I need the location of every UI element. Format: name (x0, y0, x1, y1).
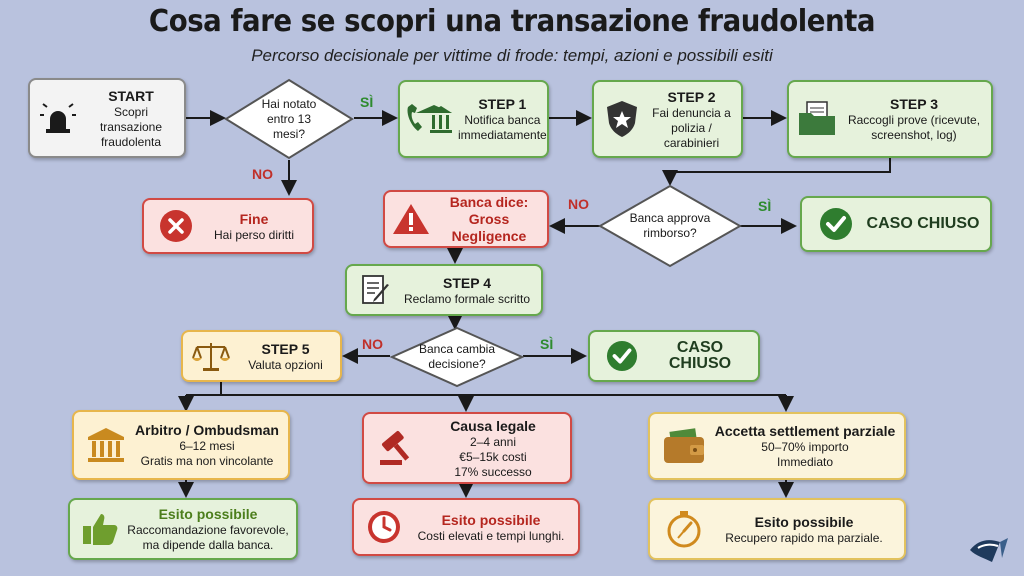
settlement-node: Accetta settlement parziale 50–70% impor… (648, 412, 906, 480)
brand-logo-icon (970, 538, 1008, 562)
start-title: START (108, 87, 154, 104)
esito-node-1: Esito possibile Raccomandazione favorevo… (68, 498, 298, 560)
banca-dice-title: Banca dice: Gross Negligence (449, 193, 529, 244)
check-icon (602, 336, 642, 376)
courthouse-icon (86, 425, 126, 465)
wallet-icon (662, 426, 706, 466)
thumbs-up-icon (80, 509, 120, 549)
start-text: Scopri transazione fraudolenta (99, 104, 163, 149)
causa-line-2: €5–15k costi (459, 449, 527, 464)
yes-label-2: SÌ (758, 198, 772, 214)
esito-node-3: Esito possibile Recupero rapido ma parzi… (648, 498, 906, 560)
step-4-title: STEP 4 (443, 274, 491, 291)
causa-legale-node: Causa legale 2–4 anni €5–15k costi 17% s… (362, 412, 572, 484)
step-5-title: STEP 5 (261, 340, 310, 357)
esito-node-2: Esito possibile Costi elevati e tempi lu… (352, 498, 580, 556)
step-5-text: Valuta opzioni (248, 357, 323, 372)
caso-chiuso-text-2: CASO CHIUSO (668, 339, 732, 372)
step-1-text: Notifica banca immediatamente (458, 113, 547, 142)
step-3-node: STEP 3 Raccogli prove (ricevute, screens… (787, 80, 993, 158)
start-node: START Scopri transazione fraudolenta (28, 78, 186, 158)
no-label-2: NO (568, 196, 589, 212)
decision-banca-cambia-text: Banca cambia decisione? (418, 342, 496, 371)
causa-line-1: 2–4 anni (469, 434, 517, 449)
step-2-title: STEP 2 (667, 88, 716, 105)
causa-title: Causa legale (450, 417, 536, 434)
police-badge-icon (602, 99, 642, 139)
folder-icon (797, 99, 837, 139)
page-subtitle: Percorso decisionale per vittime di frod… (251, 46, 773, 65)
step-4-node: STEP 4 Reclamo formale scritto (345, 264, 543, 316)
step-3-title: STEP 3 (890, 96, 938, 112)
stopwatch-icon (664, 509, 704, 549)
causa-line-3: 17% successo (454, 464, 532, 479)
decision-13-mesi: Hai notato entro 13 mesi? (224, 78, 354, 160)
settlement-line-2: Immediato (776, 455, 834, 469)
check-icon (816, 204, 856, 244)
arbitro-line-1: 6–12 mesi (179, 439, 235, 453)
caso-chiuso-node-1: CASO CHIUSO (800, 196, 992, 252)
decision-banca-approva-text: Banca approva rimborso? (629, 211, 711, 240)
scales-icon (191, 336, 231, 376)
step-2-node: STEP 2 Fai denuncia a polizia / carabini… (592, 80, 743, 158)
step-4-text: Reclamo formale scritto (403, 291, 531, 306)
esito-1-text: Raccomandazione favorevole, ma dipende d… (127, 523, 289, 552)
step-2-text: Fai denuncia a polizia / carabinieri (652, 105, 731, 150)
page-title: Cosa fare se scopri una transazione frau… (148, 4, 876, 39)
fine-title: Fine (239, 210, 269, 227)
alarm-bell-icon (38, 98, 78, 138)
decision-13-mesi-text: Hai notato entro 13 mesi? (261, 96, 317, 141)
fine-node: Fine Hai perso diritti (142, 198, 314, 254)
step-1-node: STEP 1 Notifica banca immediatamente (398, 80, 549, 158)
x-circle-icon (156, 206, 196, 246)
fine-text: Hai perso diritti (213, 227, 295, 242)
yes-label-3: SÌ (540, 336, 554, 352)
arbitro-node: Arbitro / Ombudsman 6–12 mesi Gratis ma … (72, 410, 290, 480)
arbitro-title: Arbitro / Ombudsman (135, 422, 279, 438)
esito-2-text: Costi elevati e tempi lunghi. (417, 528, 565, 543)
banca-dice-node: Banca dice: Gross Negligence (383, 190, 549, 248)
warning-icon (391, 199, 431, 239)
step-1-title: STEP 1 (478, 96, 527, 112)
document-pen-icon (359, 270, 393, 310)
gavel-icon (376, 428, 416, 468)
step-3-text: Raccogli prove (ricevute, screenshot, lo… (847, 113, 981, 142)
settlement-title: Accetta settlement parziale (714, 423, 896, 439)
esito-3-title: Esito possibile (754, 513, 854, 530)
no-label-1: NO (252, 166, 273, 182)
decision-banca-cambia: Banca cambia decisione? (390, 326, 524, 388)
caso-chiuso-text-1: CASO CHIUSO (866, 215, 980, 232)
caso-chiuso-node-2: CASO CHIUSO (588, 330, 760, 382)
settlement-line-1: 50–70% importo (761, 440, 849, 454)
decision-banca-approva: Banca approva rimborso? (598, 184, 742, 268)
no-label-3: NO (362, 336, 383, 352)
esito-1-title: Esito possibile (158, 506, 258, 522)
clock-icon (364, 507, 404, 547)
step-5-node: STEP 5 Valuta opzioni (181, 330, 342, 382)
esito-3-text: Recupero rapido ma parziale. (725, 530, 883, 545)
yes-label-1: SÌ (360, 94, 374, 110)
arbitro-line-2: Gratis ma non vincolante (140, 454, 274, 468)
bank-phone-icon (404, 99, 454, 139)
esito-2-title: Esito possibile (441, 511, 541, 528)
